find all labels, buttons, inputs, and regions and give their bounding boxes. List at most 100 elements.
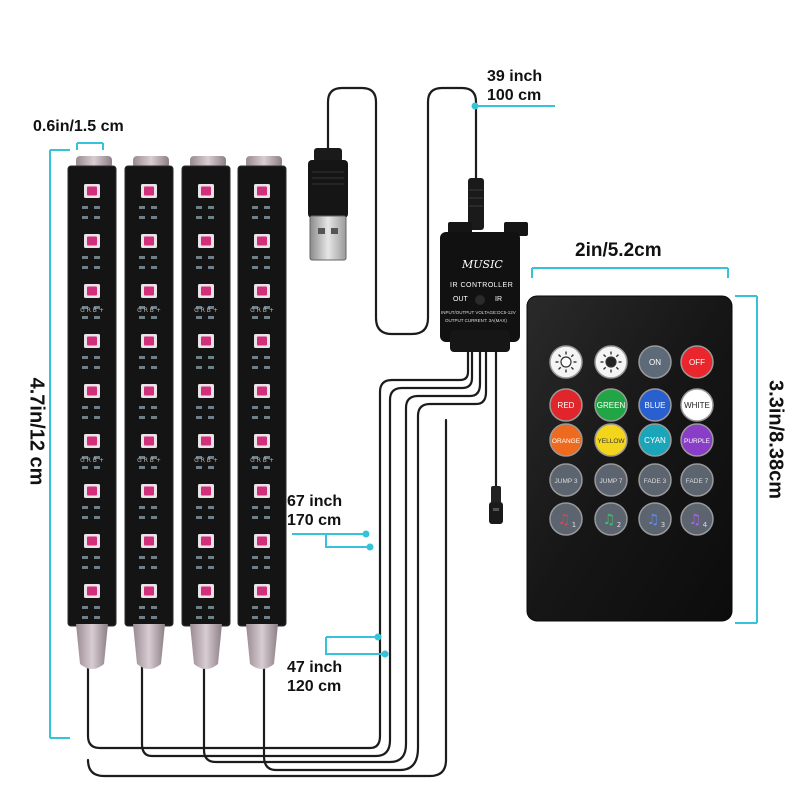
usb-plug [308, 148, 348, 261]
led-chip [141, 584, 157, 598]
led-strip-1: G R B + G R B + [67, 156, 117, 669]
remote-button-on[interactable]: ON [638, 345, 672, 379]
led-chip [84, 334, 100, 348]
dimension-points [362, 102, 479, 658]
strip-marking: G R B + [80, 307, 104, 314]
button-label: WHITE [684, 401, 710, 410]
remote-button-fade-3[interactable]: FADE 3 [638, 463, 672, 497]
button-label: ORANGE [552, 438, 581, 445]
remote-button-blue[interactable]: BLUE [638, 388, 672, 422]
led-chip [254, 434, 270, 448]
button-label: JUMP 7 [600, 478, 623, 485]
strip-marking: G R B + [250, 307, 274, 314]
remote-button-2[interactable]: ♫2 [594, 502, 628, 536]
led-chip [141, 434, 157, 448]
button-number: 3 [661, 521, 665, 529]
led-chip [254, 534, 270, 548]
button-label: JUMP 3 [555, 478, 578, 485]
remote-button-jump-7[interactable]: JUMP 7 [594, 463, 628, 497]
led-chip [141, 534, 157, 548]
remote-button-brightness-down[interactable] [594, 345, 628, 379]
music-note-icon: ♫ [558, 512, 571, 528]
led-chip [254, 484, 270, 498]
long-cable-length-line1: 67 inch [287, 493, 343, 510]
remote-height-label: 3.3in/8.38cm [764, 380, 787, 499]
button-label: OFF [689, 358, 705, 367]
button-label: ON [649, 358, 661, 367]
brightness-up-icon [555, 351, 577, 373]
remote-button-off[interactable]: OFF [680, 345, 714, 379]
led-chip [198, 434, 214, 448]
led-chip [254, 334, 270, 348]
led-chip [198, 484, 214, 498]
led-chip [84, 284, 100, 298]
strip-marking: G R B + [137, 457, 161, 464]
button-number: 1 [572, 521, 576, 529]
remote-button-brightness-up[interactable] [549, 345, 583, 379]
led-chip [84, 484, 100, 498]
remote-button-orange[interactable]: ORANGE [549, 423, 583, 457]
button-label: PURPLE [684, 438, 711, 445]
remote-button-1[interactable]: ♫1 [549, 502, 583, 536]
short-cable-length-line1: 47 inch [287, 659, 343, 676]
remote-width-label: 2in/5.2cm [575, 240, 662, 261]
music-note-icon: ♫ [647, 512, 660, 528]
remote-button-red[interactable]: RED [549, 388, 583, 422]
remote-button-yellow[interactable]: YELLOW [594, 423, 628, 457]
led-chip [141, 184, 157, 198]
button-label: FADE 3 [644, 478, 667, 485]
controller-brand: MUSIC [462, 258, 503, 271]
strip-marking: G R B + [80, 457, 104, 464]
cables [86, 86, 498, 778]
led-chip [198, 184, 214, 198]
led-chip [254, 234, 270, 248]
strip-marking: G R B + [137, 307, 161, 314]
remote-button-purple[interactable]: PURPLE [680, 423, 714, 457]
led-chip [84, 184, 100, 198]
led-chip [198, 384, 214, 398]
led-strip-2: G R B + G R B + [124, 156, 174, 669]
controller-output-cable-4 [262, 348, 488, 772]
strip-marking: G R B + [194, 307, 218, 314]
usb-cable-length-line1: 39 inch [487, 68, 543, 85]
led-chip [198, 584, 214, 598]
long-cable-length-line2: 170 cm [287, 512, 342, 529]
led-chip [141, 284, 157, 298]
usb-cable-length-line2: 100 cm [487, 87, 542, 104]
music-note-icon: ♫ [603, 512, 616, 528]
ir-controller [440, 178, 528, 352]
brightness-down-icon [600, 351, 622, 373]
led-chip [84, 434, 100, 448]
controller-title: IR CONTROLLER [450, 282, 514, 289]
led-chip [198, 534, 214, 548]
led-chip [198, 334, 214, 348]
led-strip-4: G R B + G R B + [237, 156, 287, 669]
led-chip [198, 234, 214, 248]
ir-connector [489, 486, 503, 524]
controller-output-cable-1 [86, 348, 470, 750]
strip-marking: G R B + [250, 457, 274, 464]
led-chip [84, 234, 100, 248]
controller-port-out: OUT [453, 296, 468, 303]
led-chip [84, 584, 100, 598]
remote-button-3[interactable]: ♫3 [638, 502, 672, 536]
remote-button-4[interactable]: ♫4 [680, 502, 714, 536]
strip-length-label: 4.7in/12 cm [25, 377, 48, 486]
remote-button-green[interactable]: GREEN [594, 388, 628, 422]
button-label: YELLOW [597, 438, 625, 445]
remote-button-fade-7[interactable]: FADE 7 [680, 463, 714, 497]
led-chip [254, 284, 270, 298]
button-label: CYAN [644, 436, 666, 445]
led-chip [254, 384, 270, 398]
strip-marking: G R B + [194, 457, 218, 464]
button-label: BLUE [645, 401, 666, 410]
led-chip [141, 334, 157, 348]
led-strip-3: G R B + G R B + [181, 156, 231, 669]
button-label: FADE 7 [686, 478, 709, 485]
remote-button-cyan[interactable]: CYAN [638, 423, 672, 457]
remote-button-jump-3[interactable]: JUMP 3 [549, 463, 583, 497]
remote-button-white[interactable]: WHITE [680, 388, 714, 422]
led-chip [141, 234, 157, 248]
